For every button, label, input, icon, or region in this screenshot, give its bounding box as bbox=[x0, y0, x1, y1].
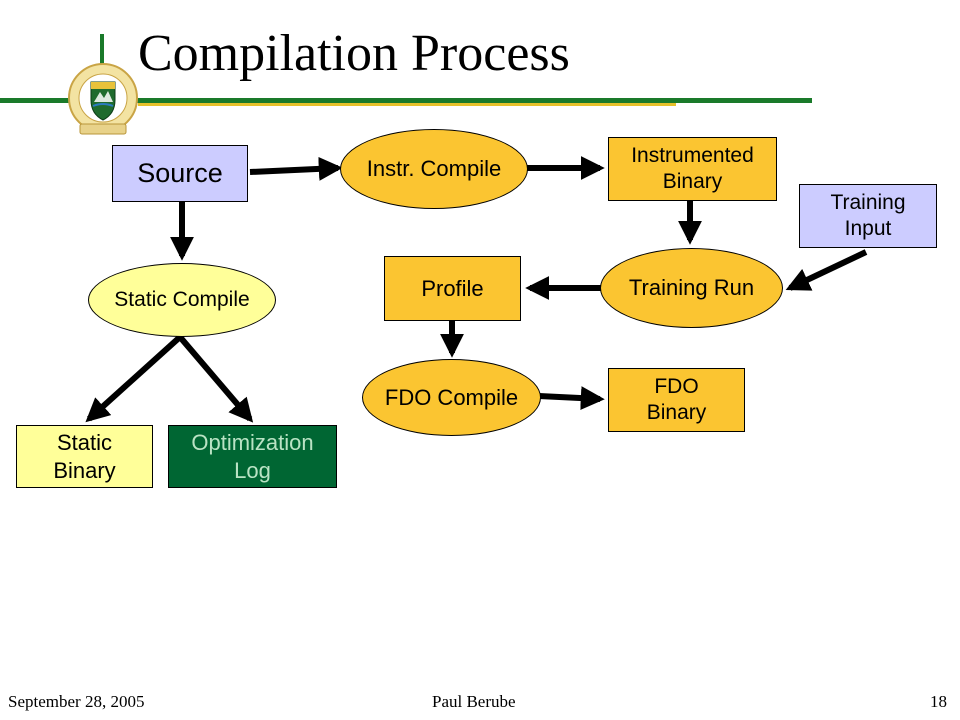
training-input-node: Training Input bbox=[799, 184, 937, 248]
arrow-static-compile-to-static-binary bbox=[85, 334, 183, 423]
training-run-label: Training Run bbox=[628, 275, 755, 301]
slide-title: Compilation Process bbox=[138, 25, 570, 82]
fdo-compile-node: FDO Compile bbox=[362, 359, 541, 436]
instrumented-binary-label: Instrumented Binary bbox=[631, 143, 754, 193]
fdo-binary-node: FDO Binary bbox=[608, 368, 745, 432]
training-run-node: Training Run bbox=[600, 248, 783, 328]
static-compile-node: Static Compile bbox=[88, 263, 276, 337]
footer-author: Paul Berube bbox=[432, 692, 516, 711]
fdo-compile-label: FDO Compile bbox=[384, 384, 519, 410]
optimization-log-label: Optimization Log bbox=[191, 430, 314, 483]
training-input-label: Training Input bbox=[830, 190, 906, 240]
static-compile-label: Static Compile bbox=[114, 287, 250, 311]
source-node: Source bbox=[112, 145, 248, 202]
title-rule-green bbox=[0, 98, 812, 103]
title-rule-gold bbox=[138, 103, 676, 106]
arrow-training-input-to-training-run bbox=[785, 249, 868, 291]
footer-page-number: 18 bbox=[930, 692, 947, 711]
profile-node: Profile bbox=[384, 256, 521, 321]
fdo-binary-label: FDO Binary bbox=[646, 374, 707, 424]
arrow-source-to-instr-compile bbox=[249, 156, 343, 181]
profile-label: Profile bbox=[421, 275, 484, 301]
title-accent-bar bbox=[100, 34, 104, 64]
static-binary-label: Static Binary bbox=[53, 430, 116, 483]
optimization-log-node: Optimization Log bbox=[168, 425, 337, 488]
instr-compile-node: Instr. Compile bbox=[340, 129, 528, 209]
instr-compile-label: Instr. Compile bbox=[366, 156, 502, 182]
university-crest-icon bbox=[68, 63, 138, 135]
source-label: Source bbox=[137, 157, 223, 188]
static-binary-node: Static Binary bbox=[16, 425, 153, 488]
arrow-static-compile-to-optimization-log bbox=[177, 335, 254, 423]
footer-date: September 28, 2005 bbox=[8, 692, 145, 711]
arrow-fdo-compile-to-fdo-binary bbox=[538, 386, 605, 411]
instrumented-binary-node: Instrumented Binary bbox=[608, 137, 777, 201]
